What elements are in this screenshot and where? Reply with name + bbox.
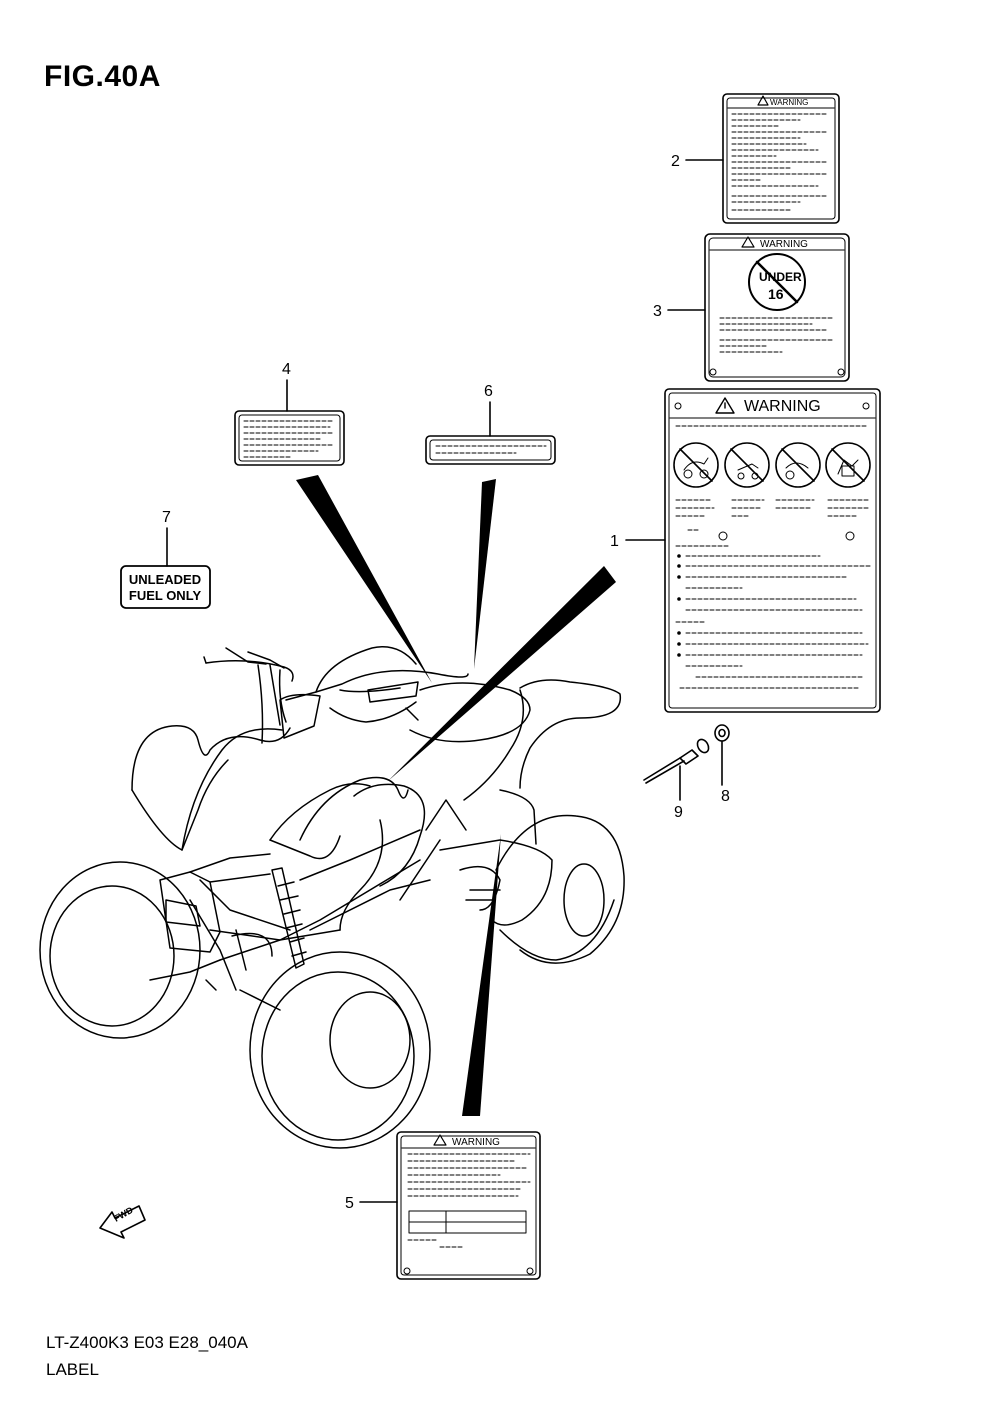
label-3-warning-text: WARNING [760,239,808,250]
callout-4: 4 [282,361,291,378]
part-8-washer [714,724,730,786]
label-2: WARNING [722,93,840,224]
pointer-wedges [296,475,616,1116]
label-5-warning-text: WARNING [452,1137,500,1148]
model-code: LT-Z400K3 E03 E28_040A [46,1333,248,1352]
fwd-arrow: FWD [99,1205,146,1239]
wedge-label-4 [296,475,432,683]
callout-1: 1 [610,533,619,550]
callout-9: 9 [674,804,683,821]
wedge-label-5 [462,834,501,1116]
callout-7: 7 [162,509,171,526]
callout-2: 2 [671,153,680,170]
label-6 [425,435,556,465]
label-4 [234,410,345,466]
label-7: UNLEADED FUEL ONLY [120,565,211,609]
part-9-rivet [643,738,710,801]
wedge-label-1 [388,566,616,781]
callout-3: 3 [653,303,662,320]
atv-outline [39,646,625,1149]
label-5: WARNING [396,1131,541,1280]
callout-5: 5 [345,1195,354,1212]
label-3: WARNING UNDER 16 [704,233,850,382]
age-text: 16 [768,286,784,302]
label-2-warning-text: WARNING [770,98,808,107]
label-1: WARNING [664,388,881,713]
label-1-warning-text: WARNING [744,398,821,415]
callout-8: 8 [721,788,730,805]
fuel-text-line1: UNLEADED [129,572,201,587]
wedge-label-6 [474,479,496,669]
section-name: LABEL [46,1360,99,1379]
callout-6: 6 [484,383,493,400]
fuel-text-line2: FUEL ONLY [129,588,202,603]
fwd-text: FWD [112,1205,135,1224]
figure-title: FIG.40A [44,60,161,93]
